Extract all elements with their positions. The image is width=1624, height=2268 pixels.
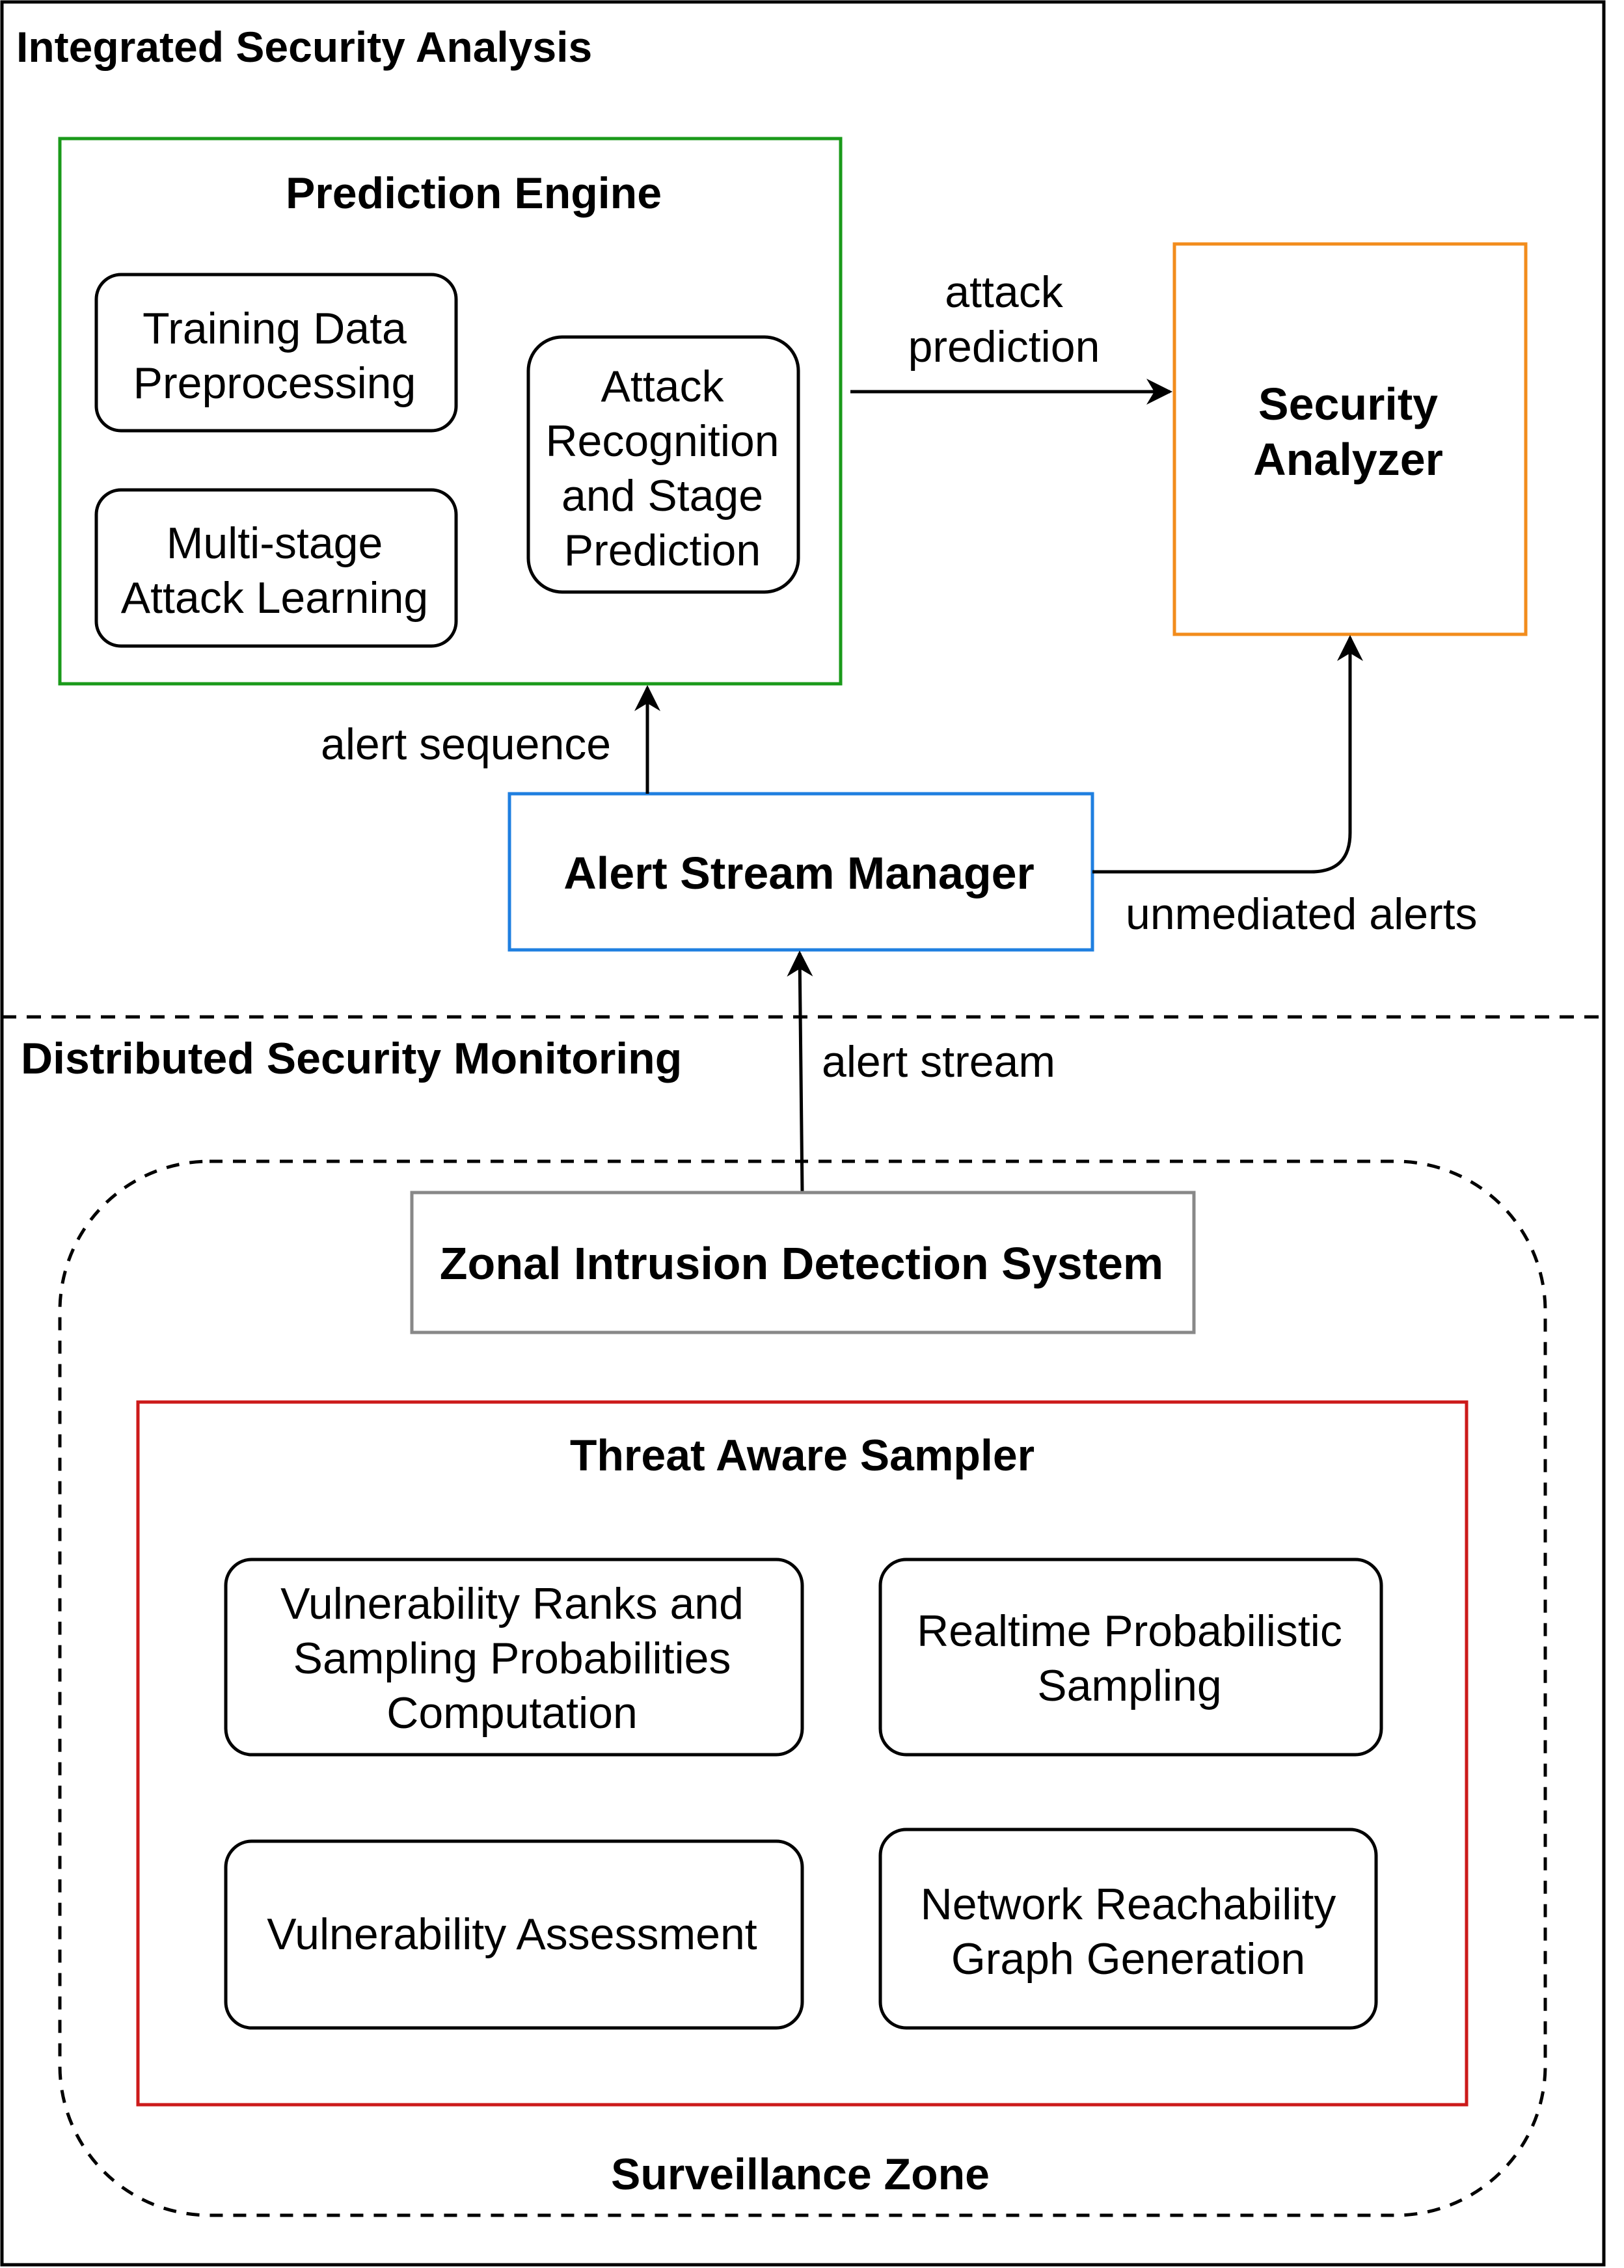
recognition-line-4: Prediction xyxy=(564,526,761,575)
attack-prediction-edge: attack prediction xyxy=(850,267,1172,405)
attack-prediction-label-1: attack xyxy=(945,267,1063,317)
attack-prediction-label-2: prediction xyxy=(908,322,1100,371)
attack-recognition-stage-prediction-module: Attack Recognition and Stage Prediction xyxy=(526,335,800,594)
alert-sequence-label: alert sequence xyxy=(321,720,611,769)
top-section-label: Integrated Security Analysis xyxy=(16,23,592,71)
ranks-line-2: Sampling Probabilities xyxy=(293,1634,731,1683)
vulnerability-ranks-module: Vulnerability Ranks and Sampling Probabi… xyxy=(224,1558,804,1757)
surveillance-zone: Surveillance Zone xyxy=(58,1159,1547,2217)
security-analyzer-title-1: Security xyxy=(1258,379,1438,429)
alert-sequence-edge: alert sequence xyxy=(321,685,660,794)
security-analyzer: Security Analyzer xyxy=(1172,242,1528,636)
recognition-line-1: Attack xyxy=(601,362,725,411)
realtime-line-1: Realtime Probabilistic xyxy=(917,1606,1342,1656)
graph-line-1: Network Reachability xyxy=(921,1880,1336,1929)
assessment-line-1: Vulnerability Assessment xyxy=(267,1910,757,1959)
alert-stream-manager-title: Alert Stream Manager xyxy=(563,848,1035,898)
realtime-probabilistic-sampling-module: Realtime Probabilistic Sampling xyxy=(878,1558,1383,1757)
zonal-ids-title: Zonal Intrusion Detection System xyxy=(440,1238,1163,1289)
recognition-line-2: Recognition xyxy=(545,416,779,466)
surveillance-zone-title: Surveillance Zone xyxy=(611,2150,990,2199)
prediction-engine-title: Prediction Engine xyxy=(286,169,662,218)
training-line-2: Preprocessing xyxy=(133,358,416,408)
multi-stage-attack-learning-module: Multi-stage Attack Learning xyxy=(94,488,458,648)
learning-line-1: Multi-stage xyxy=(167,519,383,568)
prediction-engine: Prediction Engine Training Data Preproce… xyxy=(58,137,843,686)
ranks-line-3: Computation xyxy=(386,1688,638,1738)
security-analyzer-title-2: Analyzer xyxy=(1253,434,1443,485)
unmediated-alerts-edge: unmediated alerts xyxy=(1092,635,1478,939)
network-reachability-graph-module: Network Reachability Graph Generation xyxy=(878,1828,1378,2030)
vulnerability-assessment-module: Vulnerability Assessment xyxy=(224,1839,804,2030)
training-line-1: Training Data xyxy=(142,304,407,353)
ranks-line-1: Vulnerability Ranks and xyxy=(280,1579,744,1628)
zonal-intrusion-detection-system: Zonal Intrusion Detection System xyxy=(410,1191,1196,1334)
threat-aware-sampler: Threat Aware Sampler Vulnerability Ranks… xyxy=(136,1400,1468,2107)
alert-stream-label: alert stream xyxy=(822,1037,1055,1087)
alert-stream-manager: Alert Stream Manager xyxy=(508,792,1094,952)
unmediated-alerts-label: unmediated alerts xyxy=(1126,889,1478,939)
training-data-preprocessing-module: Training Data Preprocessing xyxy=(94,273,458,433)
realtime-line-2: Sampling xyxy=(1037,1661,1222,1710)
learning-line-2: Attack Learning xyxy=(121,573,429,623)
bottom-section-label: Distributed Security Monitoring xyxy=(21,1034,682,1083)
recognition-line-3: and Stage xyxy=(562,471,763,520)
graph-line-2: Graph Generation xyxy=(951,1934,1305,1984)
threat-aware-sampler-title: Threat Aware Sampler xyxy=(570,1431,1035,1480)
alert-stream-edge: alert stream xyxy=(787,951,1055,1193)
prediction-engine-border xyxy=(58,137,843,686)
